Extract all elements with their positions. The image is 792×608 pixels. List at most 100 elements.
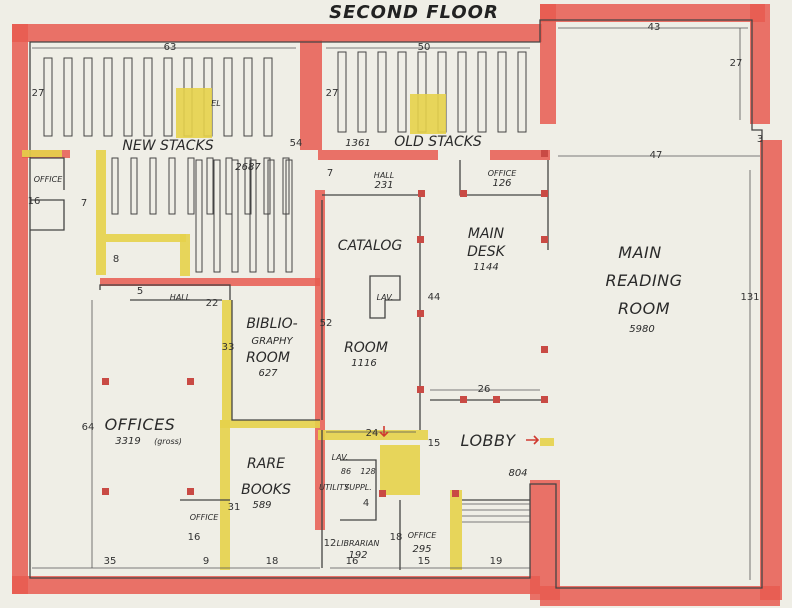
- new-stacks-area: 2687: [235, 162, 261, 173]
- catalog-label-1: CATALOG: [338, 238, 403, 254]
- dim-64: 64: [82, 422, 95, 433]
- stack-shelf: [143, 57, 153, 137]
- office-left-label: OFFICE: [34, 175, 63, 184]
- office-desk-label: OFFICE: [488, 169, 517, 178]
- dimension-labels: 63 50 43 27 27 27 47 54 7 7 16 8 22 5 33…: [28, 22, 764, 567]
- dim-31: 31: [228, 502, 241, 513]
- hall-upper-area: 231: [374, 180, 393, 191]
- dim-3: 3: [757, 134, 763, 145]
- catalog-label-2: ROOM: [344, 340, 388, 356]
- stack-shelf: [168, 157, 176, 215]
- office-small-label: OFFICE: [190, 513, 219, 522]
- stack-shelf: [130, 157, 138, 215]
- main-reading-label-1: MAIN: [618, 243, 661, 262]
- dim-7b: 7: [327, 168, 333, 179]
- dim-8: 8: [113, 254, 119, 265]
- main-reading-area: 5980: [629, 324, 654, 335]
- dim-24: 24: [366, 428, 379, 439]
- stack-shelf: [213, 159, 221, 273]
- dim-15b: 15: [418, 556, 431, 567]
- stack-shelf: [263, 57, 273, 137]
- stack-shelf: [206, 157, 214, 215]
- lobby-label: LOBBY: [461, 431, 517, 450]
- librarian-label: LIBRARIAN: [337, 539, 380, 548]
- stack-shelf: [249, 159, 257, 273]
- old-stacks-label: OLD STACKS: [394, 134, 482, 150]
- stack-shelf: [477, 51, 487, 133]
- dim-27a: 27: [32, 88, 45, 99]
- dim-131: 131: [740, 292, 759, 303]
- office-desk-area: 126: [492, 178, 511, 189]
- rare-books-label-2: BOOKS: [241, 482, 291, 498]
- lav-lower-label: LAV.: [332, 453, 349, 462]
- stack-shelf: [123, 57, 133, 137]
- area-128-label: 128: [360, 467, 375, 476]
- utility-label: UTILITY: [319, 483, 350, 492]
- exterior-walls: [12, 4, 782, 606]
- dim-63: 63: [164, 42, 177, 53]
- dim-52: 52: [320, 318, 333, 329]
- bibliography-label-2: GRAPHY: [251, 336, 293, 347]
- stack-shelf: [377, 51, 387, 133]
- dim-26: 26: [478, 384, 491, 395]
- rare-books-label-1: RARE: [247, 456, 285, 472]
- stack-shelf: [397, 51, 407, 133]
- stack-shelf: [457, 51, 467, 133]
- lav-catalog-label: LAV.: [377, 293, 394, 302]
- lobby-area: 804: [508, 468, 527, 479]
- dim-18a: 18: [266, 556, 279, 567]
- old-stacks-area: 1361: [345, 138, 370, 149]
- hall-upper-label: HALL: [374, 171, 394, 180]
- dimension-lines: [32, 27, 760, 580]
- dim-7a: 7: [81, 198, 87, 209]
- dim-5: 5: [137, 286, 143, 297]
- stack-shelf: [244, 157, 252, 215]
- area-86-label: 86: [341, 467, 351, 476]
- stack-shelf: [267, 159, 275, 273]
- dim-47: 47: [650, 150, 663, 161]
- dim-27b: 27: [326, 88, 339, 99]
- catalog-area: 1116: [351, 358, 376, 369]
- dim-4: 4: [363, 498, 369, 509]
- room-labels: NEW STACKS 2687 OLD STACKS 1361 HALL 231…: [34, 99, 682, 561]
- dim-16b: 16: [346, 556, 359, 567]
- stack-shelf: [195, 159, 203, 273]
- stack-shelf: [103, 57, 113, 137]
- old-stacks-shelving: [337, 51, 527, 133]
- dim-12: 12: [324, 538, 337, 549]
- main-desk-label-1: MAIN: [468, 226, 505, 242]
- dim-50: 50: [418, 42, 431, 53]
- hall-lower-label: HALL: [170, 293, 190, 302]
- stack-shelf: [223, 57, 233, 137]
- dim-16c: 16: [188, 532, 201, 543]
- stack-shelf: [517, 51, 527, 133]
- stack-shelf: [187, 157, 195, 215]
- bibliography-label-1: BIBLIO-: [246, 316, 297, 332]
- stack-shelf: [63, 57, 73, 137]
- interior-walls-yellow: [22, 88, 554, 570]
- structural-columns: [102, 150, 548, 497]
- stack-shelf: [163, 57, 173, 137]
- stack-shelf: [149, 157, 157, 215]
- bibliography-label-3: ROOM: [246, 350, 290, 366]
- building-outline: [29, 19, 763, 589]
- main-reading-label-2: READING: [605, 271, 682, 290]
- dim-35: 35: [104, 556, 117, 567]
- arrow-right-icon: [526, 435, 540, 445]
- librarian-area: 192: [348, 550, 367, 561]
- bibliography-area: 627: [258, 368, 278, 379]
- stack-shelf: [111, 157, 119, 215]
- lower-stacks-shelving: [111, 157, 293, 273]
- main-desk-area: 1144: [473, 262, 498, 273]
- new-stacks-label: NEW STACKS: [122, 138, 213, 154]
- stack-shelf: [43, 57, 53, 137]
- dim-9: 9: [203, 556, 209, 567]
- stack-shelf: [83, 57, 93, 137]
- arrow-down-icon: [379, 426, 389, 438]
- dim-54: 54: [290, 138, 303, 149]
- stack-shelf: [231, 159, 239, 273]
- rare-books-area: 589: [252, 500, 271, 511]
- office-lower-area: 295: [412, 544, 431, 555]
